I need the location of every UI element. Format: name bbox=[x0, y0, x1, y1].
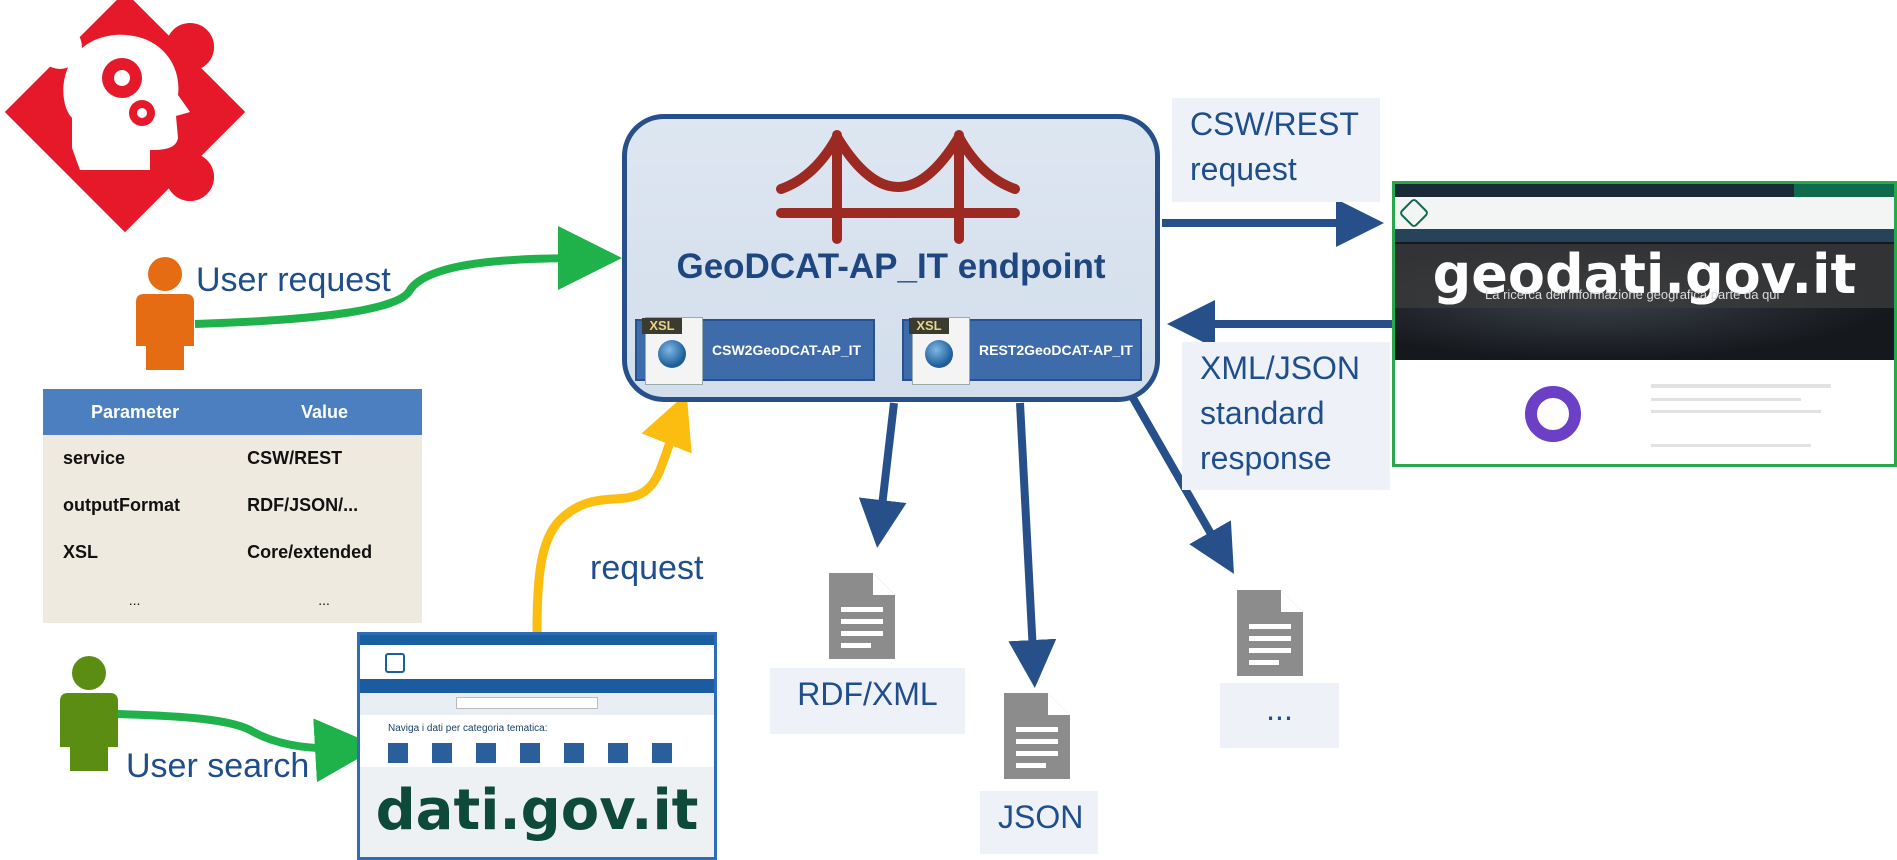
xml-json-response-label: XML/JSON standard response bbox=[1182, 342, 1390, 490]
geodati-topbar-accent bbox=[1794, 184, 1894, 197]
geodati-screenshot: geodati.gov.it La ricerca dell'informazi… bbox=[1392, 181, 1897, 467]
user-request-label: User request bbox=[196, 261, 391, 299]
table-row: ... ... bbox=[43, 576, 422, 623]
geodati-title-band bbox=[1395, 244, 1894, 308]
user-icon bbox=[136, 257, 194, 370]
value-cell: ... bbox=[227, 576, 422, 623]
geodati-nav bbox=[1395, 229, 1894, 242]
user-icon bbox=[60, 656, 118, 771]
document-icon bbox=[1004, 693, 1070, 779]
geodati-topbar bbox=[1395, 184, 1894, 197]
xsl-document-icon: XSL bbox=[642, 317, 703, 385]
output-more: ... bbox=[1220, 683, 1339, 748]
parameter-table: Parameter Value service CSW/REST outputF… bbox=[43, 389, 422, 623]
param-cell: XSL bbox=[43, 529, 228, 576]
dati-logo-icon bbox=[385, 653, 405, 673]
user-search-label: User search bbox=[126, 747, 310, 785]
request-line: request bbox=[1190, 151, 1297, 187]
category-icon bbox=[476, 743, 496, 763]
puzzle-brain-icon bbox=[4, 0, 246, 233]
geodati-text-line bbox=[1651, 384, 1831, 388]
category-icon bbox=[388, 743, 408, 763]
request-label: request bbox=[590, 549, 704, 587]
geodati-text-line bbox=[1651, 444, 1811, 447]
document-icon bbox=[829, 573, 895, 659]
category-icon bbox=[652, 743, 672, 763]
globe-icon bbox=[658, 340, 686, 368]
xsl-document-icon: XSL bbox=[909, 317, 970, 385]
dati-nav bbox=[360, 679, 714, 693]
xsl-tag: XSL bbox=[909, 318, 949, 334]
category-icon bbox=[608, 743, 628, 763]
dati-topbar bbox=[360, 635, 714, 645]
xml-json-line: XML/JSON bbox=[1200, 350, 1361, 386]
geodcat-endpoint: GeoDCAT-AP_IT endpoint XSL CSW2GeoDCAT-A… bbox=[622, 114, 1160, 402]
param-cell: outputFormat bbox=[43, 482, 228, 529]
dati-category-icons bbox=[388, 743, 688, 765]
xsl-tag: XSL bbox=[642, 318, 682, 334]
table-row: outputFormat RDF/JSON/... bbox=[43, 482, 422, 529]
table-row: service CSW/REST bbox=[43, 435, 422, 482]
transform-label: CSW2GeoDCAT-AP_IT bbox=[712, 342, 862, 358]
value-cell: CSW/REST bbox=[227, 435, 422, 482]
csw-rest-line: CSW/REST bbox=[1190, 106, 1359, 142]
output-arrow-more bbox=[1129, 396, 1234, 574]
dati-section-title: Naviga i dati per categoria tematica: bbox=[388, 723, 548, 734]
user-search-arrow bbox=[114, 710, 379, 783]
param-cell: ... bbox=[43, 576, 228, 623]
csw2geodcat-transform: XSL CSW2GeoDCAT-AP_IT bbox=[635, 317, 875, 385]
dati-screenshot: Naviga i dati per categoria tematica: da… bbox=[357, 632, 717, 860]
rest2geodcat-transform: XSL REST2GeoDCAT-AP_IT bbox=[902, 317, 1142, 385]
globe-icon bbox=[925, 340, 953, 368]
dati-title-band bbox=[360, 767, 714, 857]
category-icon bbox=[520, 743, 540, 763]
request-arrow bbox=[532, 393, 692, 633]
geodati-text-line bbox=[1651, 410, 1821, 413]
standard-line: standard bbox=[1200, 395, 1325, 431]
param-cell: service bbox=[43, 435, 228, 482]
dati-header bbox=[360, 645, 714, 683]
table-row: XSL Core/extended bbox=[43, 529, 422, 576]
geodati-tagline: La ricerca dell'informazione geografica … bbox=[1485, 287, 1780, 302]
geodati-text-line bbox=[1651, 398, 1801, 401]
output-rdf-xml: RDF/XML bbox=[770, 668, 965, 734]
dati-search-input bbox=[456, 697, 598, 709]
endpoint-title: GeoDCAT-AP_IT endpoint bbox=[676, 247, 1106, 286]
csw-rest-request-label: CSW/REST request bbox=[1172, 98, 1380, 202]
value-cell: Core/extended bbox=[227, 529, 422, 576]
document-icon bbox=[1237, 590, 1303, 676]
dati-site-title: dati.gov.it bbox=[375, 778, 699, 843]
output-arrow-json bbox=[1008, 402, 1057, 688]
category-icon bbox=[432, 743, 452, 763]
category-icon bbox=[564, 743, 584, 763]
value-cell: RDF/JSON/... bbox=[227, 482, 422, 529]
header-parameter: Parameter bbox=[43, 389, 228, 435]
transform-label: REST2GeoDCAT-AP_IT bbox=[979, 342, 1133, 358]
geodati-donut-chart bbox=[1525, 386, 1581, 442]
geodati-header bbox=[1395, 197, 1894, 229]
header-value: Value bbox=[227, 389, 422, 435]
output-arrow-rdf bbox=[858, 402, 907, 548]
geodati-site-title: geodati.gov.it bbox=[1432, 243, 1857, 306]
user-request-arrow bbox=[194, 226, 622, 328]
response-line: response bbox=[1200, 440, 1332, 476]
output-json: JSON bbox=[980, 791, 1098, 854]
bridge-icon bbox=[776, 130, 1020, 244]
